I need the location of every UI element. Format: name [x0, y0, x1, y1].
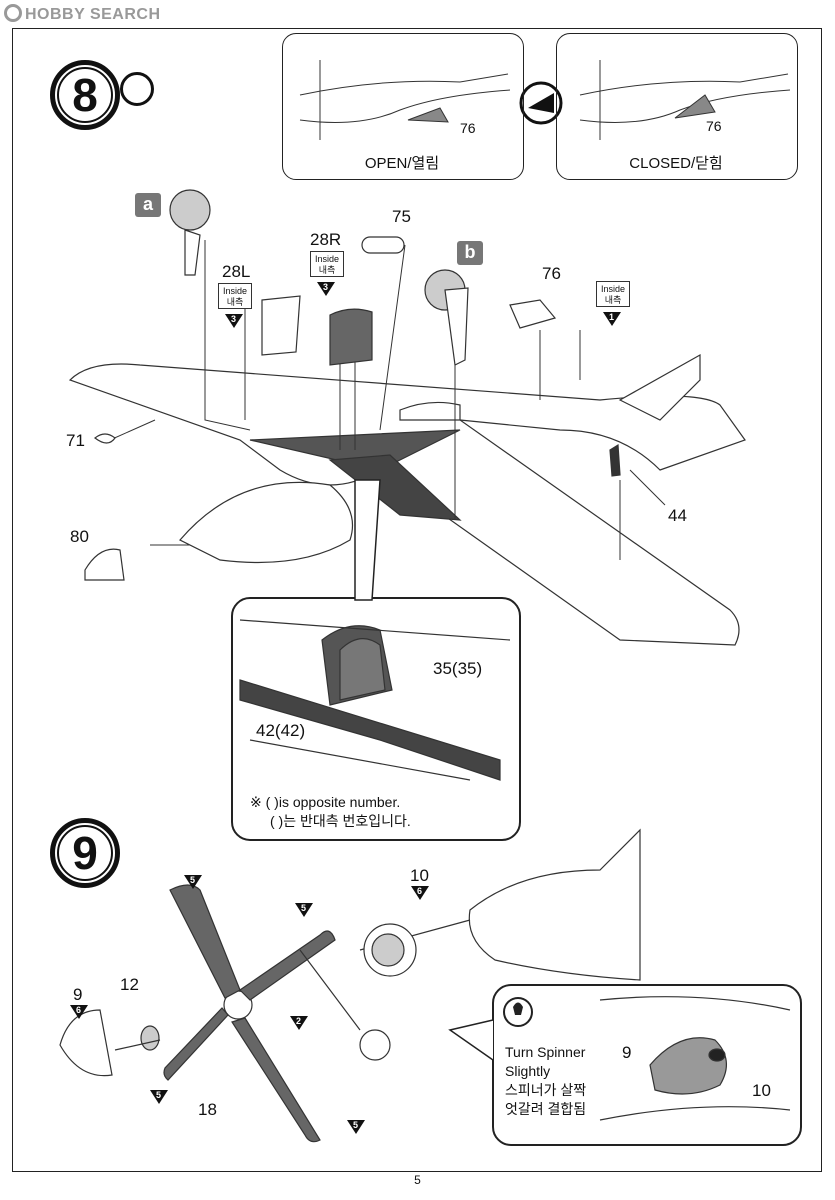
open-label: OPEN/열림	[364, 155, 440, 172]
watermark: HOBBY SEARCH	[4, 4, 161, 24]
open-panel	[282, 33, 524, 180]
part-12: 12	[120, 975, 139, 994]
page-frame	[12, 28, 822, 1172]
tip-text: Turn Spinner Slightly 스피너가 살짝 엇갈려 결합됨	[505, 1044, 587, 1117]
tip-panel	[492, 984, 802, 1146]
step-8-number: 8	[50, 60, 120, 130]
part-28L: 28L	[222, 262, 251, 281]
hammer-icon	[120, 72, 154, 106]
paint-code-76: 1	[603, 312, 621, 326]
part-42: 42(42)	[256, 721, 306, 740]
paint-code-28L: 3	[225, 314, 243, 328]
opposite-number-note: ※ ( )is opposite number. ( )는 반대측 번호입니다.	[250, 794, 411, 829]
part-18: 18	[198, 1100, 217, 1119]
paint-code-10: 6	[411, 886, 429, 900]
sub-assembly-b-badge: b	[457, 241, 483, 265]
closed-label: CLOSED/닫힘	[629, 155, 723, 172]
page-number: 5	[414, 1173, 421, 1187]
detail-panel	[231, 597, 521, 841]
paint-code-blade-2: 5	[295, 903, 313, 917]
sub-assembly-a-badge: a	[135, 193, 161, 217]
step-9-number: 9	[50, 818, 120, 888]
paint-code-blade-3: 2	[290, 1016, 308, 1030]
paint-code-blade-1: 5	[184, 875, 202, 889]
closed-part-number: 76	[706, 118, 722, 134]
paint-code-28R: 3	[317, 282, 335, 296]
part-35: 35(35)	[433, 659, 483, 678]
tip-part-9: 9	[622, 1043, 632, 1062]
open-part-number: 76	[460, 120, 476, 136]
paint-code-blade-5: 5	[347, 1120, 365, 1134]
part-71: 71	[66, 431, 85, 450]
tip-part-10: 10	[752, 1081, 771, 1100]
paint-code-9: 6	[70, 1005, 88, 1019]
closed-panel	[556, 33, 798, 180]
logo-icon	[4, 4, 22, 22]
part-76: 76	[542, 264, 561, 283]
paint-code-blade-4: 5	[150, 1090, 168, 1104]
part-80: 80	[70, 527, 89, 546]
part-28R: 28R	[310, 230, 342, 249]
part-9: 9	[73, 985, 83, 1004]
part-10: 10	[410, 866, 429, 885]
part-75: 75	[392, 207, 411, 226]
part-44: 44	[668, 506, 687, 525]
